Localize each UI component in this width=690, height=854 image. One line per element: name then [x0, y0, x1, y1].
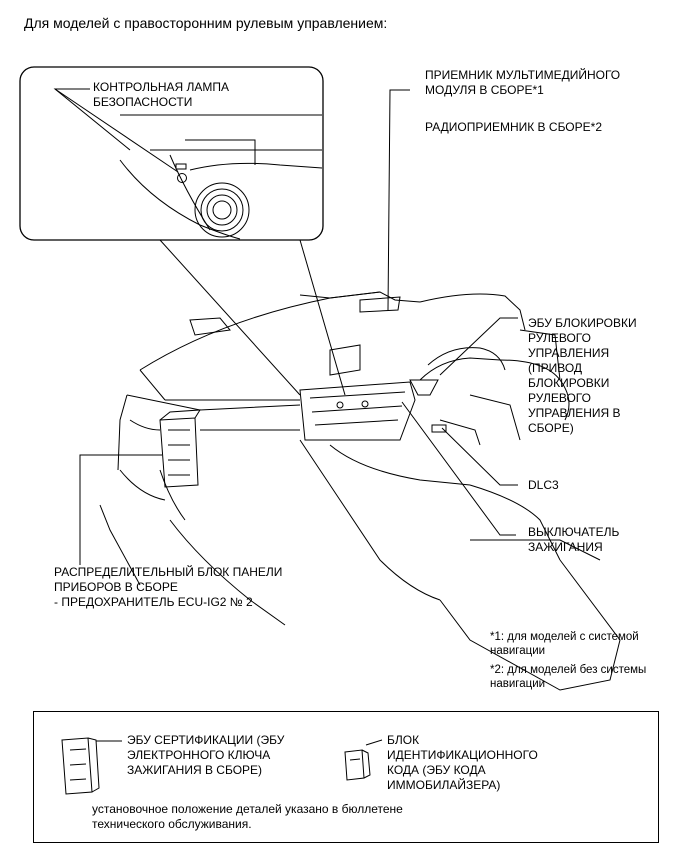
label-dlc3: DLC3 [528, 478, 559, 492]
dashboard-outline [99, 291, 621, 691]
leader-junction-block [79, 454, 162, 565]
security-lamp-icon [177, 173, 187, 183]
footnote-2: *2: для моделей без системы навигации [490, 664, 647, 690]
inset-dash-detail [119, 114, 323, 240]
leader-multimedia [387, 89, 410, 311]
label-ignition-switch: ВЫКЛЮЧАТЕЛЬ ЗАЖИГАНИЯ [528, 525, 620, 554]
dial-outer-icon [194, 182, 250, 238]
leader-ignition [401, 401, 516, 536]
zoom-line-right [299, 239, 346, 396]
legend-bulletin-note: установочное положение деталей указано в… [92, 802, 403, 831]
label-id-code-box: БЛОК ИДЕНТИФИКАЦИОННОГО КОДА (ЭБУ КОДА И… [387, 733, 538, 792]
label-security-lamp: КОНТРОЛЬНАЯ ЛАМПА БЕЗОПАСНОСТИ [93, 80, 230, 109]
footnote-1: *1: для моделей с системой навигации [490, 631, 639, 657]
certification-ecu-icon [61, 737, 122, 795]
id-code-box-icon [344, 739, 383, 781]
page-heading: Для моделей с правосторонним рулевым упр… [24, 15, 388, 31]
label-steering-lock-ecu: ЭБУ БЛОКИРОВКИ РУЛЕВОГО УПРАВЛЕНИЯ (ПРИВ… [528, 316, 637, 435]
label-radio-receiver: РАДИОПРИЕМНИК В СБОРЕ*2 [425, 120, 602, 134]
legend-box [33, 711, 659, 843]
junction-block-part [159, 409, 201, 488]
leader-steering-lock [439, 317, 518, 376]
leader-dlc3 [441, 427, 518, 486]
label-certification-ecu: ЭБУ СЕРТИФИКАЦИИ (ЭБУ ЭЛЕКТРОННОГО КЛЮЧА… [127, 733, 285, 777]
inset-frame [19, 66, 324, 241]
label-junction-block: РАСПРЕДЕЛИТЕЛЬНЫЙ БЛОК ПАНЕЛИ ПРИБОРОВ В… [54, 565, 283, 609]
zoom-line-left [159, 239, 301, 396]
label-multimedia-receiver: ПРИЕМНИК МУЛЬТИМЕДИЙНОГО МОДУЛЯ В СБОРЕ*… [425, 68, 621, 97]
